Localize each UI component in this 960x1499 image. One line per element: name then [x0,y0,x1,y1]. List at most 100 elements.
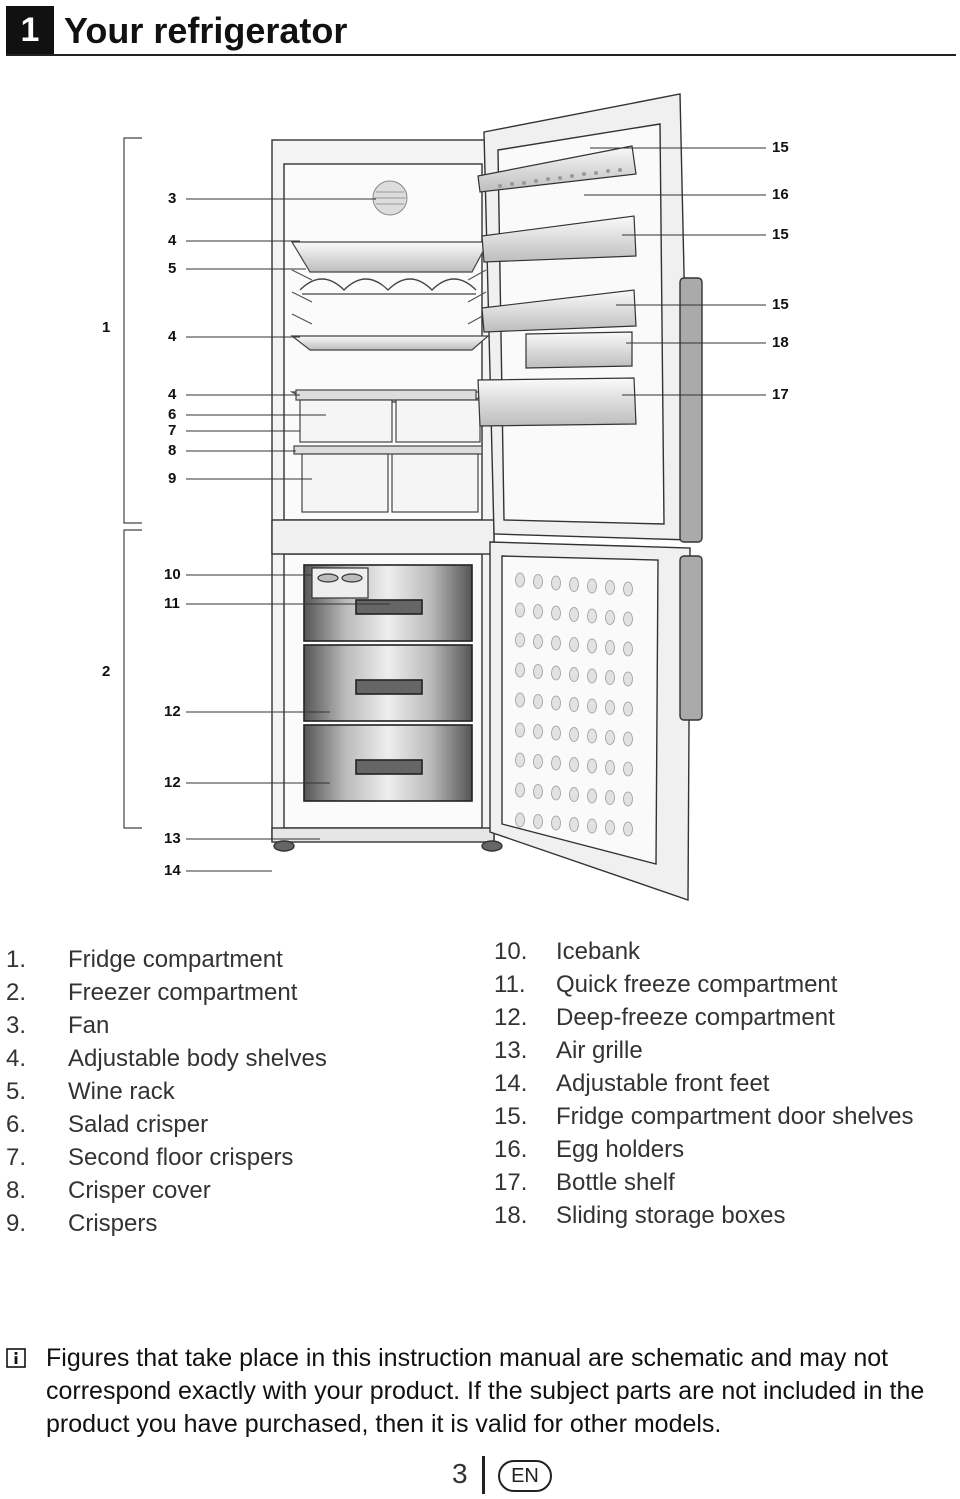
icebank [311,567,369,599]
left-callouts: 3 4 5 4 4 6 7 8 9 10 11 12 12 13 14 [164,190,181,879]
legend-item: 13. Air grille [494,1034,914,1067]
refrigerator-diagram: 1 2 3 4 5 4 4 6 7 8 9 10 11 12 12 13 14 … [0,80,960,910]
legend-number: 17. [494,1169,528,1196]
legend-item: 5.Wine rack [6,1075,327,1108]
door-dimple [623,671,633,687]
callout-label: 4 [168,386,177,403]
door-dimple [551,605,561,621]
legend-number: 14. [494,1070,528,1097]
legend-item: 4.Adjustable body shelves [6,1042,327,1075]
door-dimple [605,580,615,595]
footer-divider [482,1456,485,1494]
legend-item: 16.Egg holders [494,1133,914,1166]
door-dimple [551,635,561,651]
legend-number: 3. [6,1012,27,1039]
freezer-door [489,541,703,901]
section-header: 1 Your refrigerator [6,6,956,56]
door-dimple [569,787,579,802]
legend-text: Second floor crispers [68,1144,294,1171]
callout-label: 13 [164,830,181,847]
door-dimple [533,694,543,709]
fan [372,180,408,216]
door-dimple [569,697,579,712]
door-dimple [587,818,597,834]
legend-item: 11.Quick freeze compartment [494,968,914,1001]
door-dimple [551,725,561,741]
legend-number: 7. [6,1144,27,1171]
fridge-bracket [123,137,142,524]
callout-label: 18 [772,334,789,351]
legend-text: Freezer compartment [68,979,298,1006]
door-dimple [533,754,543,769]
door-dimple [515,632,525,648]
door-dimple [587,758,597,774]
schematic-note: Figures that take place in this instruct… [6,1342,951,1441]
freezer-drawers [303,564,473,802]
door-dimple [623,611,633,627]
salad-crispers [299,399,481,443]
door-dimple [533,724,543,739]
callout-label: 6 [168,406,176,423]
legend-text: Salad crisper [68,1111,209,1138]
door-dimple [515,662,525,678]
legend-item: 18.Sliding storage boxes [494,1199,914,1232]
door-dimple [587,578,597,594]
legend-item: 8.Crisper cover [6,1174,327,1207]
legend-number: 10. [494,938,528,965]
legend-text: Adjustable body shelves [68,1045,327,1072]
door-dimple [605,790,615,805]
bracket-label-freezer: 2 [102,663,110,680]
callout-label: 16 [772,186,789,203]
leader-lines [186,147,766,872]
language-badge: EN [498,1460,552,1492]
legend-number: 12. [494,1004,528,1031]
legend-item: 10. Icebank [494,935,914,968]
door-dimple [605,640,615,655]
door-dimple [587,608,597,624]
bracket-label-fridge: 1 [102,319,110,336]
legend-item: 1.Fridge compartment [6,943,327,976]
section-number: 1 [6,6,54,54]
legend-text: Crisper cover [68,1177,211,1204]
callout-label: 11 [164,595,180,612]
legend-text: Fridge compartment [68,946,283,973]
callout-label: 15 [772,296,789,313]
refrigerator-illustration: 1 2 3 4 5 4 4 6 7 8 9 10 11 12 12 13 14 … [102,93,789,901]
door-dimple [515,602,525,618]
legend-text: Air grille [556,1037,643,1064]
door-dimple [623,641,633,657]
legend-text: Deep-freeze compartment [556,1004,835,1031]
door-dimple [569,667,579,682]
door-dimple [551,665,561,681]
door-dimple [533,604,543,619]
door-dimple [515,782,525,798]
callout-label: 12 [164,774,181,791]
legend-item: 9.Crispers [6,1207,327,1240]
legend-number: 5. [6,1078,27,1105]
door-dimple [551,575,561,591]
door-dimple [533,814,543,829]
legend-number: 9. [6,1210,27,1237]
door-dimple [533,574,543,589]
legend-text: Icebank [556,938,641,965]
legend-text: Sliding storage boxes [556,1202,786,1229]
legend-number: 13. [494,1037,528,1064]
callout-label: 15 [772,226,789,243]
legend-item: 2. Freezer compartment [6,976,327,1009]
wine-rack [299,278,477,295]
legend-left: 1.Fridge compartment 2. Freezer compartme… [6,943,327,1240]
door-dimple [515,812,525,828]
door-dimple [551,755,561,771]
door-dimple [551,815,561,831]
legend-number: 2. [6,979,27,1006]
callout-label: 17 [772,386,789,403]
door-dimple [569,607,579,622]
door-dimple [623,761,633,777]
door-dimple [533,664,543,679]
legend-text: Quick freeze compartment [556,971,838,998]
legend-item: 14.Adjustable front feet [494,1067,914,1100]
right-callouts: 15 16 15 15 18 17 [772,139,789,403]
door-dimple [515,572,525,588]
callout-label: 15 [772,139,789,156]
door-dimple [587,788,597,804]
